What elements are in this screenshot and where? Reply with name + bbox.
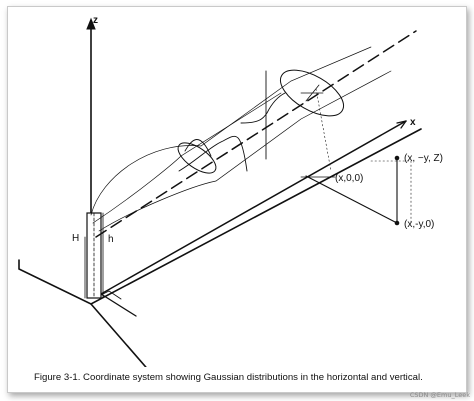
- figure-frame: z x H h (x,0,0) (x, −y, Z) (x,-y,0) Figu…: [7, 6, 467, 393]
- stack-height-label: H: [72, 233, 79, 244]
- plume-centerline: [95, 30, 417, 238]
- z-axis-arrowhead: [86, 17, 96, 30]
- plume-lower-edge: [98, 70, 392, 232]
- x-axis-label: x: [410, 117, 416, 128]
- y-axis-line: [100, 293, 137, 317]
- point-xyz-marker: [394, 155, 400, 161]
- x-axis-arrowhead: [396, 120, 407, 129]
- point-ground-connector: [305, 175, 398, 224]
- far-cross-tick: [300, 84, 324, 102]
- point-xyz-label: (x, −y, Z): [404, 153, 443, 164]
- near-horizontal-gaussian: [184, 139, 212, 157]
- near-cross-section-ellipse: [177, 142, 217, 174]
- near-vertical-gaussian: [178, 135, 248, 172]
- coordinate-system-diagram: z x H h (x,0,0) (x, −y, Z) (x,-y,0): [18, 15, 443, 367]
- ground-plane-edge: [18, 128, 422, 305]
- far-cross-section-ellipse: [280, 69, 344, 117]
- ground-plane-front-edge: [90, 303, 147, 367]
- physical-height-label: h: [108, 234, 114, 245]
- plume-upper-edge: [90, 46, 372, 216]
- plume-side-edge: [92, 92, 282, 224]
- point-xy0-marker: [394, 220, 400, 226]
- far-horizontal-gaussian: [240, 92, 286, 124]
- x-axis-line: [100, 120, 407, 295]
- dotted-projection-line: [315, 88, 332, 172]
- origin-x-label: (x,0,0): [335, 173, 363, 184]
- dotted-z-offset-line: [370, 160, 412, 224]
- figure-caption: Figure 3-1. Coordinate system showing Ga…: [34, 372, 423, 383]
- z-axis-label: z: [93, 15, 98, 26]
- watermark: CSDN @Emu_Leek: [409, 391, 470, 399]
- point-xy0-label: (x,-y,0): [404, 219, 434, 230]
